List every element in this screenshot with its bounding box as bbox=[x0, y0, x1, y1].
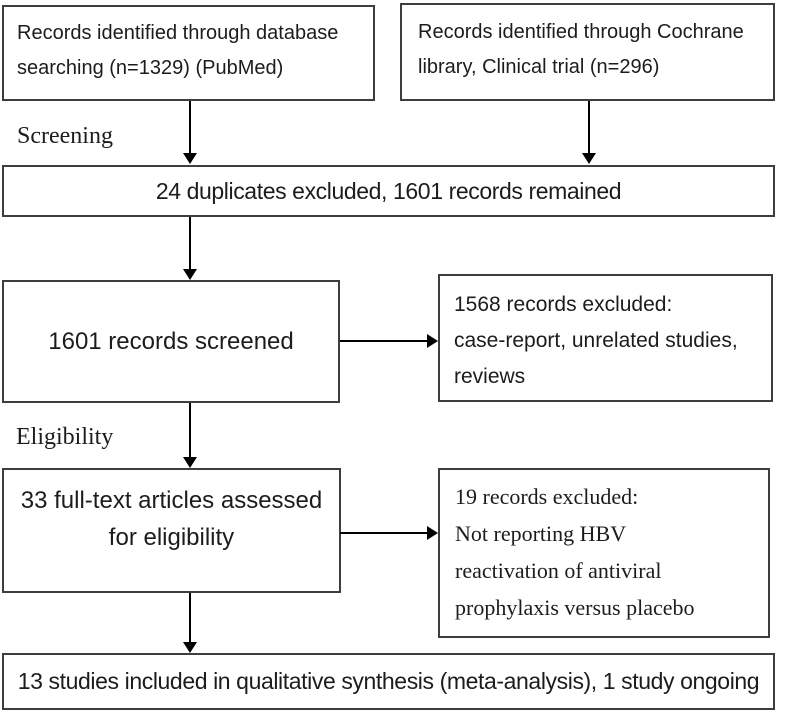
box-records-cochrane-line1: Records identified through Cochrane bbox=[418, 21, 744, 43]
box-fulltext-excluded-line3: reactivation of antiviral bbox=[455, 558, 662, 583]
box-fulltext-excluded-line1: 19 records excluded: bbox=[455, 484, 639, 509]
box-fulltext-excluded: 19 records excluded: Not reporting HBV r… bbox=[438, 468, 770, 638]
box-records-screened: 1601 records screened bbox=[2, 280, 340, 403]
box-screening-excluded: 1568 records excluded: case-report, unre… bbox=[438, 274, 773, 402]
box-fulltext-assessed: 33 full-text articles assessed for eligi… bbox=[2, 468, 341, 593]
box-records-cochrane-line2: library, Clinical trial (n=296) bbox=[418, 56, 660, 78]
arrow-cochrane-to-duplicates bbox=[582, 101, 596, 164]
box-fulltext-excluded-line4: prophylaxis versus placebo bbox=[455, 595, 695, 620]
box-duplicates-excluded: 24 duplicates excluded, 1601 records rem… bbox=[2, 165, 775, 217]
box-records-cochrane: Records identified through Cochrane libr… bbox=[400, 3, 775, 101]
box-records-screened-text: 1601 records screened bbox=[48, 327, 294, 355]
box-fulltext-excluded-line2: Not reporting HBV bbox=[455, 521, 627, 546]
box-screening-excluded-line2: case-report, unrelated studies, bbox=[454, 329, 738, 352]
box-studies-included: 13 studies included in qualitative synth… bbox=[2, 653, 775, 710]
arrow-screened-to-fulltext bbox=[183, 403, 197, 468]
box-fulltext-assessed-line2: for eligibility bbox=[108, 524, 235, 551]
stage-label-eligibility: Eligibility bbox=[16, 424, 114, 450]
box-records-database: Records identified through database sear… bbox=[2, 5, 375, 101]
box-duplicates-excluded-text: 24 duplicates excluded, 1601 records rem… bbox=[155, 177, 622, 204]
box-records-database-line2: searching (n=1329) (PubMed) bbox=[17, 57, 284, 79]
box-fulltext-assessed-line1: 33 full-text articles assessed bbox=[20, 487, 323, 514]
stage-label-screening: Screening bbox=[17, 123, 113, 149]
arrow-fulltext-to-included bbox=[183, 593, 197, 653]
arrow-database-to-duplicates bbox=[183, 101, 197, 164]
box-screening-excluded-line3: reviews bbox=[454, 365, 526, 388]
arrow-duplicates-to-screened bbox=[183, 217, 197, 280]
arrow-fulltext-to-excluded bbox=[340, 526, 438, 540]
box-records-database-line1: Records identified through database bbox=[17, 22, 339, 44]
box-studies-included-text: 13 studies included in qualitative synth… bbox=[17, 668, 760, 694]
box-screening-excluded-line1: 1568 records excluded: bbox=[454, 293, 673, 316]
arrow-screened-to-excluded bbox=[340, 334, 438, 348]
